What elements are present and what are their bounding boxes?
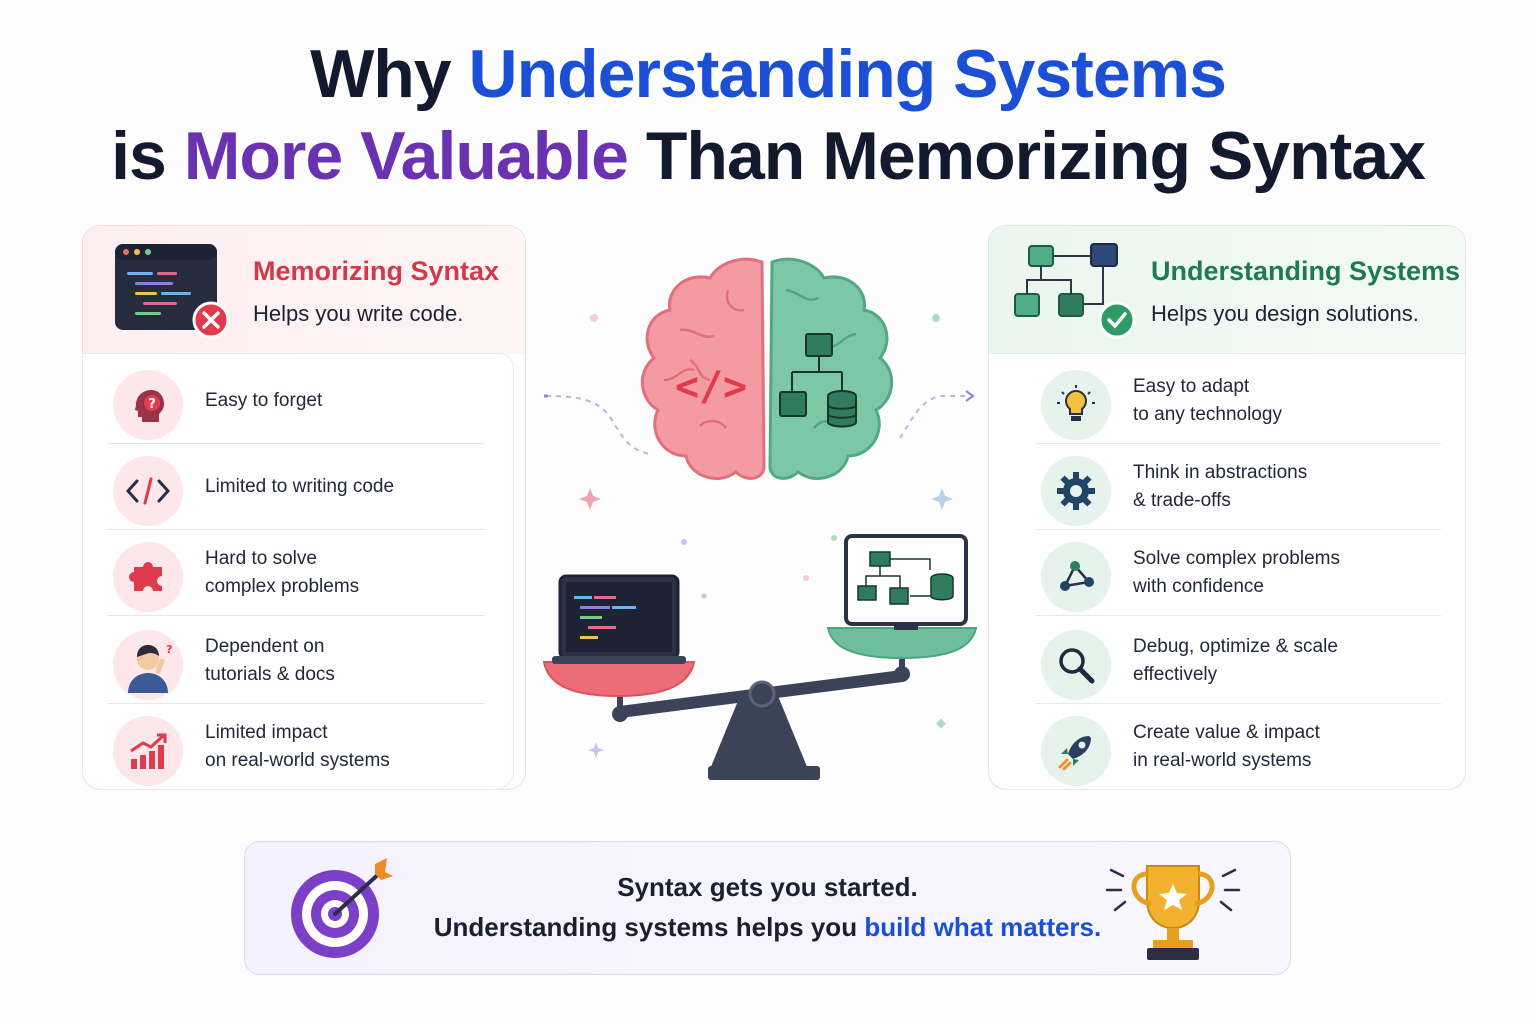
- list-item: Limited to writing code: [107, 444, 485, 530]
- understanding-systems-list: Easy to adapt to any technology Think in …: [989, 354, 1465, 789]
- svg-text:?: ?: [166, 643, 172, 656]
- bottom-banner: Syntax gets you started. Understanding s…: [244, 841, 1291, 975]
- confused-person-icon: ?: [113, 630, 183, 700]
- memorizing-syntax-panel: Memorizing Syntax Helps you write code. …: [82, 225, 526, 790]
- item-text-line-2: to any technology: [1133, 404, 1282, 425]
- understanding-systems-header: Understanding Systems Helps you design s…: [989, 226, 1465, 354]
- list-item: ? Easy to forget: [107, 358, 485, 444]
- sparkle-icon: [579, 488, 601, 510]
- magnifier-icon: [1041, 630, 1111, 700]
- memorizing-syntax-list: ? Easy to forget Limited to writing code…: [83, 354, 513, 789]
- memorizing-syntax-header: Memorizing Syntax Helps you write code.: [83, 226, 525, 354]
- title-highlight-understanding-systems: Understanding Systems: [468, 36, 1227, 112]
- target-icon: [291, 858, 393, 958]
- memorizing-syntax-title: Memorizing Syntax: [253, 256, 500, 286]
- trophy-icon: [1105, 865, 1241, 960]
- memorizing-syntax-subtitle: Helps you write code.: [253, 301, 464, 326]
- item-text-line-2: with confidence: [1133, 576, 1264, 597]
- item-text-line-1: Limited to writing code: [205, 476, 395, 497]
- page-title-line-1: Why Understanding Systems: [0, 34, 1536, 114]
- item-text-line-1: Think in abstractions: [1133, 462, 1308, 483]
- sparkle-icon: [588, 742, 604, 758]
- left-dashed-connector: [545, 395, 651, 455]
- list-item: Easy to adapt to any technology: [1035, 358, 1441, 444]
- banner-highlight: build what matters.: [864, 912, 1102, 942]
- title-highlight-more-valuable: More Valuable: [183, 118, 629, 194]
- page-title-line-2: is More Valuable Than Memorizing Syntax: [0, 116, 1536, 196]
- lightbulb-icon: [1041, 370, 1111, 440]
- network-icon: [1041, 542, 1111, 612]
- balance-scale-icon: [542, 627, 978, 780]
- bar-chart-icon: [113, 716, 183, 786]
- understanding-systems-panel: Understanding Systems Helps you design s…: [988, 225, 1466, 790]
- banner-line-2-text: Understanding systems helps you: [433, 912, 865, 942]
- list-item: Debug, optimize & scale effectively: [1035, 618, 1441, 704]
- rocket-icon: [1041, 716, 1111, 786]
- list-item: ? Dependent on tutorials & docs: [107, 618, 485, 704]
- list-item: Limited impact on real-world systems: [107, 704, 485, 790]
- item-text-line-1: Solve complex problems: [1133, 548, 1340, 569]
- code-brackets-icon: [113, 456, 183, 526]
- item-text-line-1: Easy to forget: [205, 390, 323, 411]
- head-question-icon: ?: [113, 370, 183, 440]
- code-editor-icon: [115, 244, 230, 338]
- banner-line-1: Syntax gets you started.: [617, 872, 918, 902]
- item-text-line-1: Dependent on: [205, 636, 325, 657]
- monitor-diagram-icon: [844, 534, 968, 630]
- svg-text:?: ?: [148, 397, 156, 412]
- gear-icon: [1041, 456, 1111, 526]
- laptop-icon: [552, 574, 686, 664]
- center-illustration: </>: [542, 257, 978, 780]
- banner-line-2: Understanding systems helps you build wh…: [245, 912, 1290, 943]
- item-text-line-2: & trade-offs: [1133, 490, 1231, 511]
- item-text-line-2: on real-world systems: [205, 750, 390, 771]
- list-item: Create value & impact in real-world syste…: [1035, 704, 1441, 790]
- right-dashed-connector: [899, 395, 970, 439]
- brain-code-glyph: </>: [675, 364, 747, 410]
- item-text-line-2: tutorials & docs: [205, 664, 335, 685]
- understanding-systems-subtitle: Helps you design solutions.: [1151, 301, 1419, 326]
- sparkle-icon: [931, 488, 953, 510]
- title-prefix: Why: [310, 36, 469, 112]
- understanding-systems-title: Understanding Systems: [1151, 256, 1461, 286]
- title-suffix: Than Memorizing Syntax: [628, 118, 1426, 194]
- item-text-line-1: Hard to solve: [205, 548, 317, 569]
- item-text-line-1: Limited impact: [205, 722, 328, 743]
- item-text-line-2: effectively: [1133, 664, 1218, 685]
- item-text-line-1: Easy to adapt: [1133, 376, 1250, 397]
- list-item: Think in abstractions & trade-offs: [1035, 444, 1441, 530]
- item-text-line-1: Create value & impact: [1133, 722, 1320, 743]
- item-text-line-2: complex problems: [205, 576, 360, 597]
- list-item: Hard to solve complex problems: [107, 530, 485, 616]
- brain-icon: </>: [640, 257, 894, 481]
- list-item: Solve complex problems with confidence: [1035, 530, 1441, 616]
- title-prefix-2: is: [111, 118, 184, 194]
- item-text-line-2: in real-world systems: [1133, 750, 1312, 771]
- system-diagram-icon: [1014, 243, 1136, 339]
- puzzle-icon: [113, 542, 183, 612]
- item-text-line-1: Debug, optimize & scale: [1133, 636, 1338, 657]
